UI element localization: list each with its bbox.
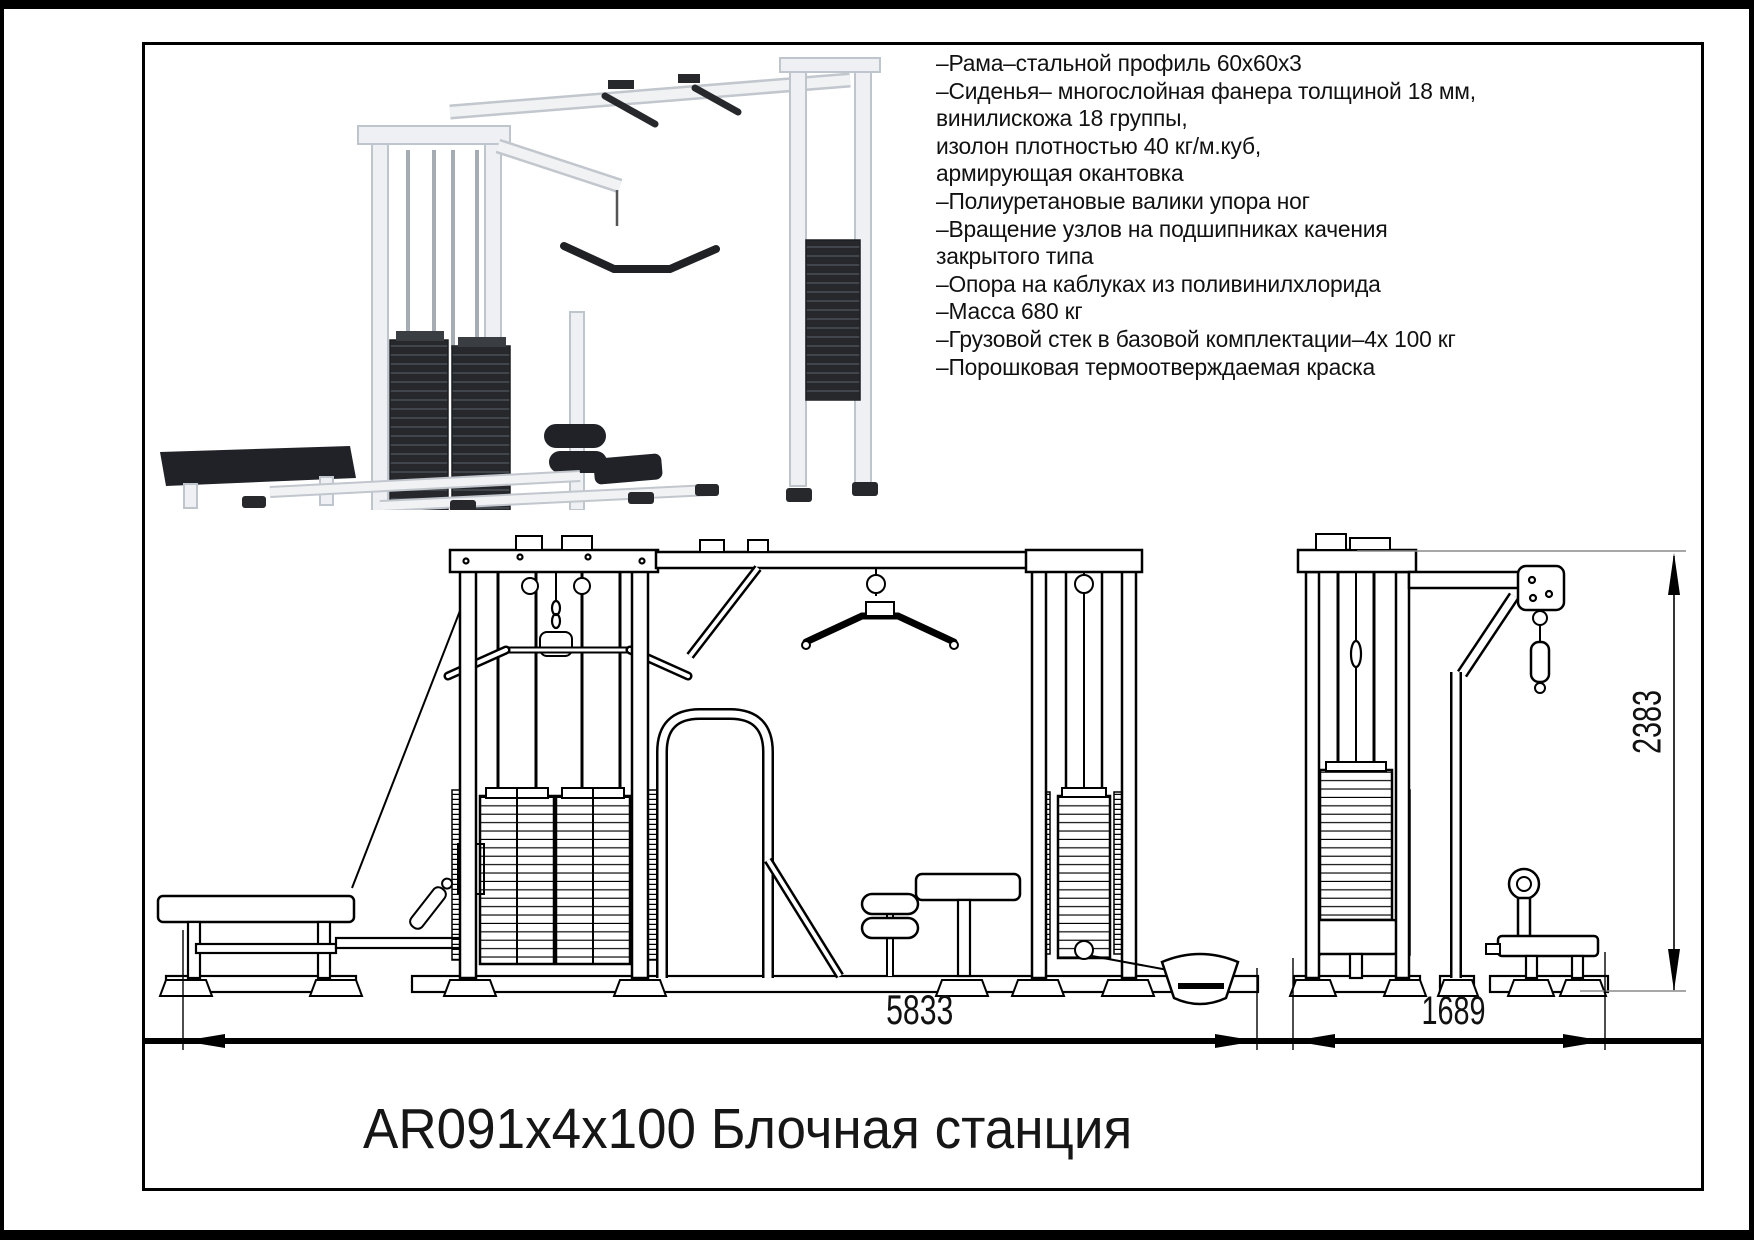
spec-line: закрытого типа (936, 243, 1094, 270)
front-view (156, 535, 1260, 1006)
spec-line: изолон плотностью 40 кг/м.куб, (936, 132, 1261, 159)
spec-line: –Опора на каблуках из поливинилхлорида (936, 270, 1381, 297)
drawing-frame (142, 42, 1704, 1191)
spec-list: –Рама–стальной профиль 60х60х3 –Сиденья–… (936, 50, 1518, 381)
dimension-height: 2383 (1625, 689, 1670, 755)
product-title: AR091х4х100 Блочная станция (363, 1097, 1133, 1161)
dimension-side-width: 1689 (1420, 989, 1486, 1033)
dimension-total-width: 5833 (886, 986, 954, 1033)
spec-line: армирующая окантовка (936, 160, 1184, 187)
outer-border-bottom (0, 1230, 1754, 1240)
product-render-3d (160, 57, 881, 510)
spec-line: –Грузовой стек в базовой комплектации–4х… (936, 325, 1456, 352)
outer-border-top (0, 0, 1754, 9)
technical-views (156, 533, 1686, 1050)
title-block-separator (142, 1038, 1704, 1044)
side-view (1288, 533, 1610, 997)
spec-line: –Полиуретановые валики упора ног (936, 187, 1310, 214)
spec-line: винилискожа 18 группы, (936, 105, 1188, 132)
spec-line: –Рама–стальной профиль 60х60х3 (936, 50, 1302, 76)
outer-border-right (1749, 0, 1754, 1240)
spec-line: –Масса 680 кг (936, 298, 1083, 325)
spec-line: –Вращение узлов на подшипниках качения (936, 215, 1388, 242)
spec-line: –Порошковая термоотверждаемая краска (936, 353, 1376, 380)
dimensions-layer (182, 550, 1686, 1050)
outer-border-left (0, 0, 4, 1240)
spec-line: –Сиденья– многослойная фанера толщиной 1… (936, 77, 1476, 104)
